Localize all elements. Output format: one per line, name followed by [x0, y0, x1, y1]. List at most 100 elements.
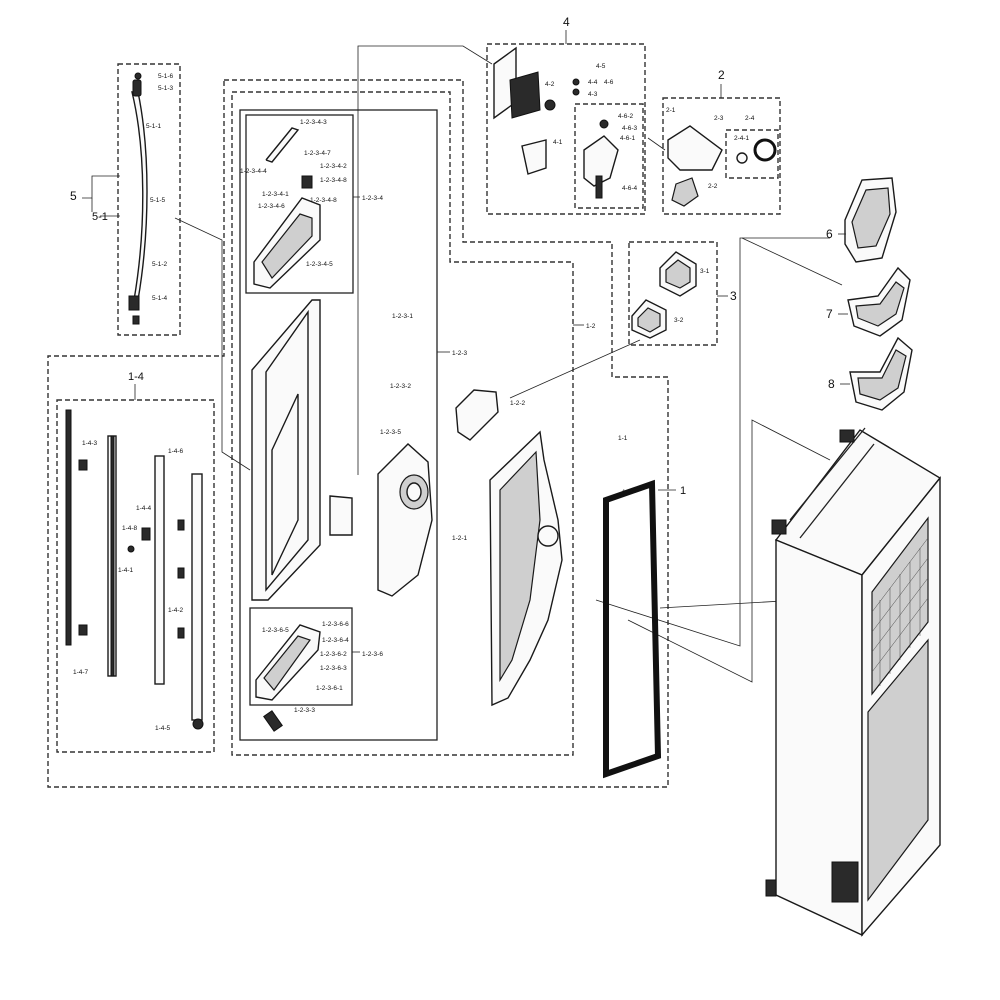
label-1-2-3-5: 1-2-3-5 [380, 429, 401, 436]
group-box-4-6 [574, 103, 644, 209]
door-bin-6 [844, 177, 897, 263]
hinge-parts-1-4 [65, 409, 204, 730]
label-1-4-8: 1-4-8 [122, 525, 138, 532]
label-1-4-2: 1-4-2 [168, 607, 184, 614]
handle-part-5 [128, 72, 148, 325]
door-bin-7 [847, 266, 911, 337]
label-1-2-1: 1-2-1 [452, 535, 468, 542]
label-4-1: 4-1 [553, 139, 563, 146]
label-1-1: 1-1 [618, 435, 628, 442]
label-4-5: 4-5 [596, 63, 606, 70]
label-1-2-3-2: 1-2-3-2 [390, 383, 411, 390]
label-1-2: 1-2 [586, 323, 596, 330]
group-box-2 [662, 97, 781, 215]
part-labels: 5 5-1 5-1-6 5-1-3 5-1-1 5-1-5 5-1-2 5-1-… [70, 15, 835, 732]
control-board-1-2-3-6 [255, 624, 321, 732]
label-4: 4 [563, 15, 570, 29]
label-1-4-7: 1-4-7 [73, 669, 89, 676]
group-box-1-2-3 [239, 109, 438, 741]
group-box-1-2-3-4 [245, 114, 354, 294]
label-3-2: 3-2 [674, 317, 684, 324]
label-4-4: 4-4 [588, 79, 598, 86]
label-5-1-4: 5-1-4 [152, 295, 168, 302]
label-1-4: 1-4 [128, 371, 144, 383]
door-panel-1-2-3 [251, 299, 353, 601]
label-4-6: 4-6 [604, 79, 614, 86]
label-1-2-3-4-3: 1-2-3-4-3 [300, 119, 327, 126]
label-1-4-1: 1-4-1 [118, 567, 134, 574]
label-1-2-3-4: 1-2-3-4 [362, 195, 383, 202]
label-7: 7 [826, 307, 833, 321]
label-1-2-3-4-5: 1-2-3-4-5 [306, 261, 333, 268]
dispenser-panel-1-2-3-4 [253, 127, 321, 289]
label-1-2-3-1: 1-2-3-1 [392, 313, 413, 320]
label-1-2-3-4-7: 1-2-3-4-7 [304, 150, 331, 157]
label-2-2: 2-2 [708, 183, 718, 190]
label-1-4-6: 1-4-6 [168, 448, 184, 455]
label-1-2-3-6-1: 1-2-3-6-1 [316, 685, 343, 692]
label-5-1-2: 5-1-2 [152, 261, 168, 268]
label-5-1-1: 5-1-1 [146, 123, 162, 130]
refrigerator-cabinet [765, 427, 942, 937]
label-2: 2 [718, 68, 725, 82]
label-2-4: 2-4 [745, 115, 755, 122]
label-1-4-4: 1-4-4 [136, 505, 152, 512]
label-2-3: 2-3 [714, 115, 724, 122]
label-1-2-3-6: 1-2-3-6 [362, 651, 383, 658]
label-1-2-3-4-8: 1-2-3-4-8 [310, 197, 337, 204]
ice-chute-1-2-3-5 [377, 443, 433, 597]
group-box-1-2 [231, 91, 574, 756]
label-1-3: 1-3 [622, 489, 632, 496]
label-2-4-1: 2-4-1 [734, 135, 750, 142]
group-box-1-4 [56, 399, 215, 753]
leader-lines [82, 30, 850, 653]
group-box-5 [117, 63, 181, 336]
label-3: 3 [730, 289, 737, 303]
label-1-2-3-4-2: 1-2-3-4-2 [320, 163, 347, 170]
dispenser-motor-parts-2 [667, 125, 777, 207]
label-1-2-3-6-3: 1-2-3-6-3 [320, 665, 347, 672]
group-box-3 [628, 241, 718, 346]
label-5-1: 5-1 [92, 211, 108, 223]
group-box-outer-1 [47, 79, 669, 788]
connector-lines [174, 45, 843, 683]
label-1: 1 [680, 485, 686, 497]
door-liner-1-2 [455, 389, 563, 707]
label-1-2-3-3: 1-2-3-3 [294, 707, 315, 714]
door-gasket-1-3 [603, 479, 662, 779]
label-1-2-3-4-1: 1-2-3-4-1 [262, 191, 289, 198]
ice-maker-parts-4 [493, 46, 619, 199]
label-1-2-3-4-8b: 1-2-3-4-8 [320, 177, 347, 184]
caps-part-3 [631, 251, 697, 339]
label-5-1-5: 5-1-5 [150, 197, 166, 204]
label-3-1: 3-1 [700, 268, 710, 275]
label-1-4-3: 1-4-3 [82, 440, 98, 447]
group-boxes [47, 43, 781, 788]
label-1-2-3: 1-2-3 [452, 350, 468, 357]
label-1-4-5: 1-4-5 [155, 725, 171, 732]
label-4-6-4: 4-6-4 [622, 185, 638, 192]
label-1-2-3-6-4: 1-2-3-6-4 [322, 637, 349, 644]
label-1-2-3-4-4: 1-2-3-4-4 [240, 168, 267, 175]
label-4-6-3: 4-6-3 [622, 125, 638, 132]
label-4-2: 4-2 [545, 81, 555, 88]
group-box-1-2-3-6 [249, 607, 353, 706]
label-1-2-2: 1-2-2 [510, 400, 526, 407]
label-5: 5 [70, 189, 77, 203]
label-1-2-3-6-2: 1-2-3-6-2 [320, 651, 347, 658]
label-5-1-6: 5-1-6 [158, 73, 174, 80]
group-box-4 [486, 43, 646, 215]
label-2-1: 2-1 [666, 107, 676, 114]
group-box-2-4 [725, 129, 779, 179]
label-6: 6 [826, 227, 833, 241]
label-5-1-3: 5-1-3 [158, 85, 174, 92]
label-1-2-3-6-5: 1-2-3-6-5 [262, 627, 289, 634]
door-bin-8 [849, 336, 913, 411]
label-1-2-3-6-6: 1-2-3-6-6 [322, 621, 349, 628]
label-1-2-3-4-6: 1-2-3-4-6 [258, 203, 285, 210]
label-4-6-2: 4-6-2 [618, 113, 634, 120]
label-8: 8 [828, 377, 835, 391]
label-4-3: 4-3 [588, 91, 598, 98]
label-4-6-1: 4-6-1 [620, 135, 636, 142]
